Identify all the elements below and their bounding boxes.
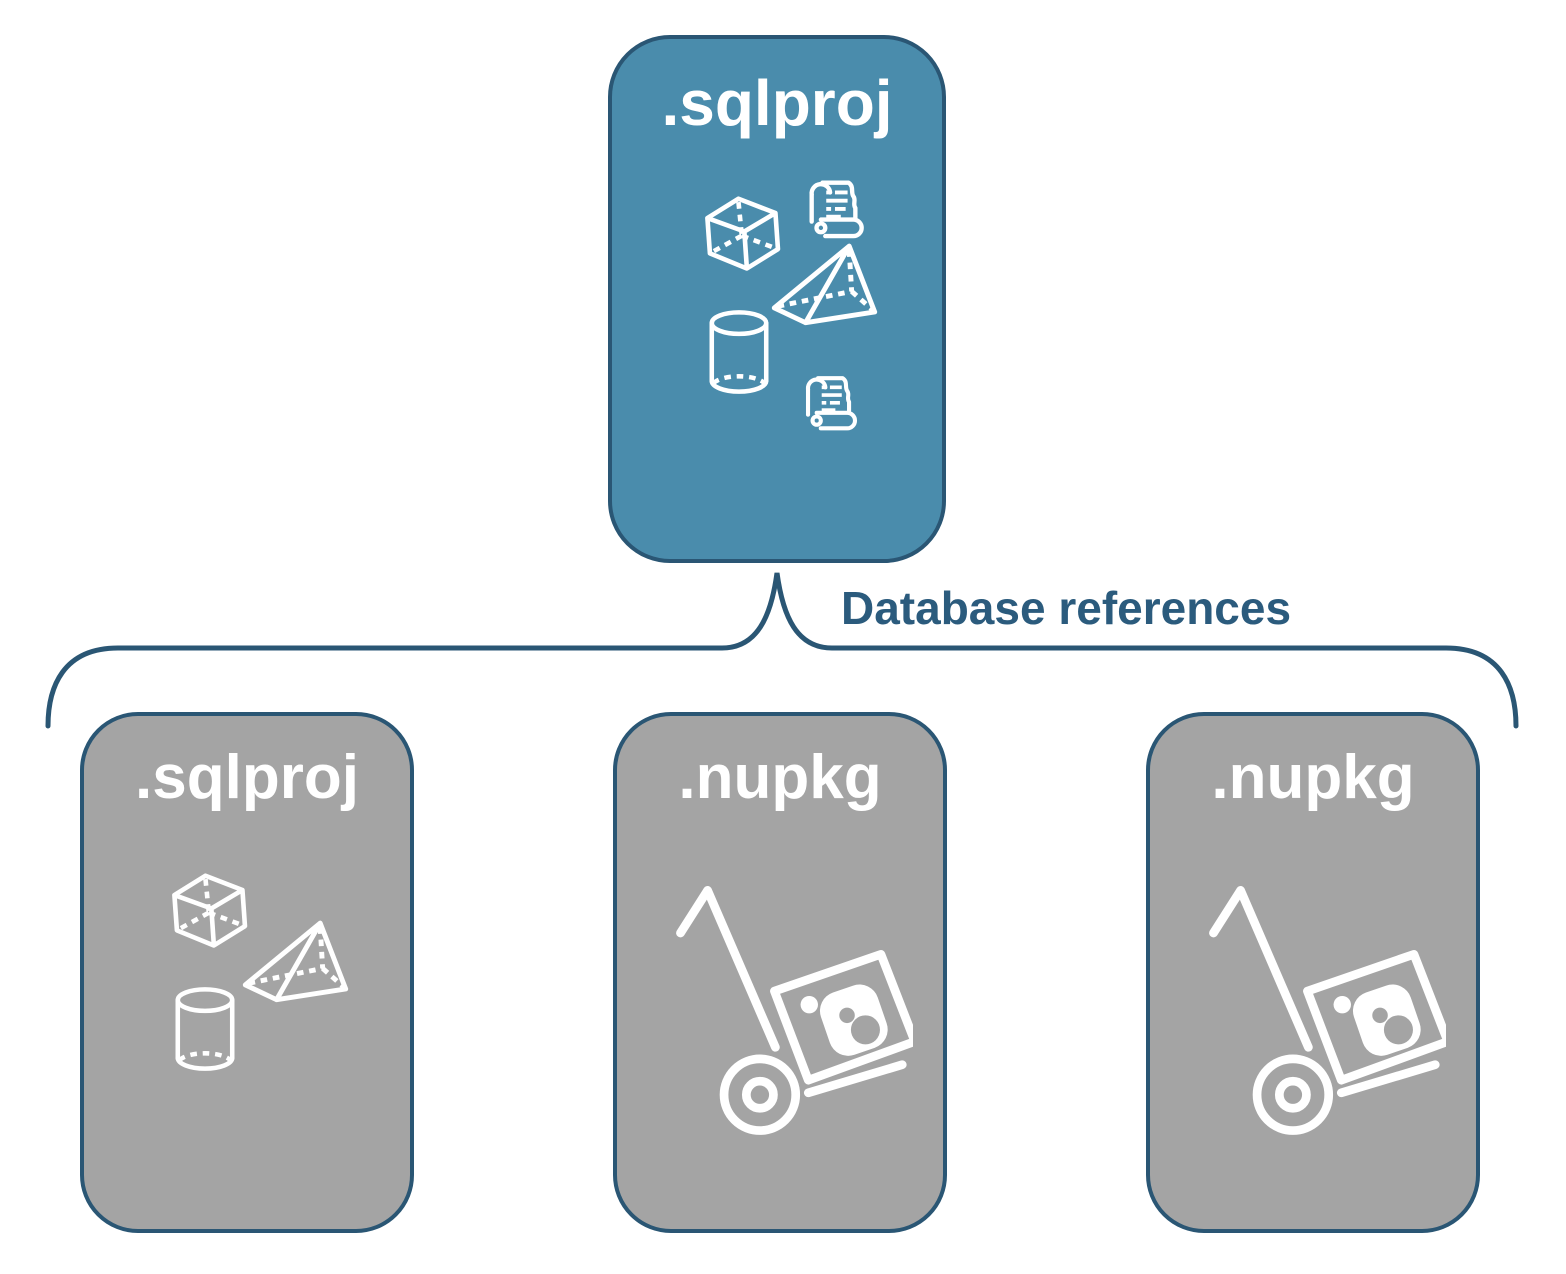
cylinder-icon [709,310,769,394]
pyramid-icon [771,243,878,326]
card-child-nupkg-1: .nupkg [613,712,947,1233]
brace-connector [45,572,1519,729]
package-dolly-icon [1209,886,1446,1135]
script-scroll-icon [809,180,864,239]
card-title: .nupkg [1211,743,1415,812]
script-scroll-icon [805,376,857,431]
pyramid-icon [242,920,349,1003]
card-child-sqlproj: .sqlproj [80,712,414,1233]
card-root-sqlproj: .sqlproj [608,35,946,563]
card-title: .sqlproj [661,67,893,139]
cube-icon [705,196,781,271]
card-title: .nupkg [678,743,882,812]
card-child-nupkg-2: .nupkg [1146,712,1480,1233]
card-title: .sqlproj [135,743,359,812]
cylinder-icon [175,987,235,1071]
cube-icon [172,873,248,948]
connector-label: Database references [841,582,1292,634]
package-dolly-icon [676,886,913,1135]
